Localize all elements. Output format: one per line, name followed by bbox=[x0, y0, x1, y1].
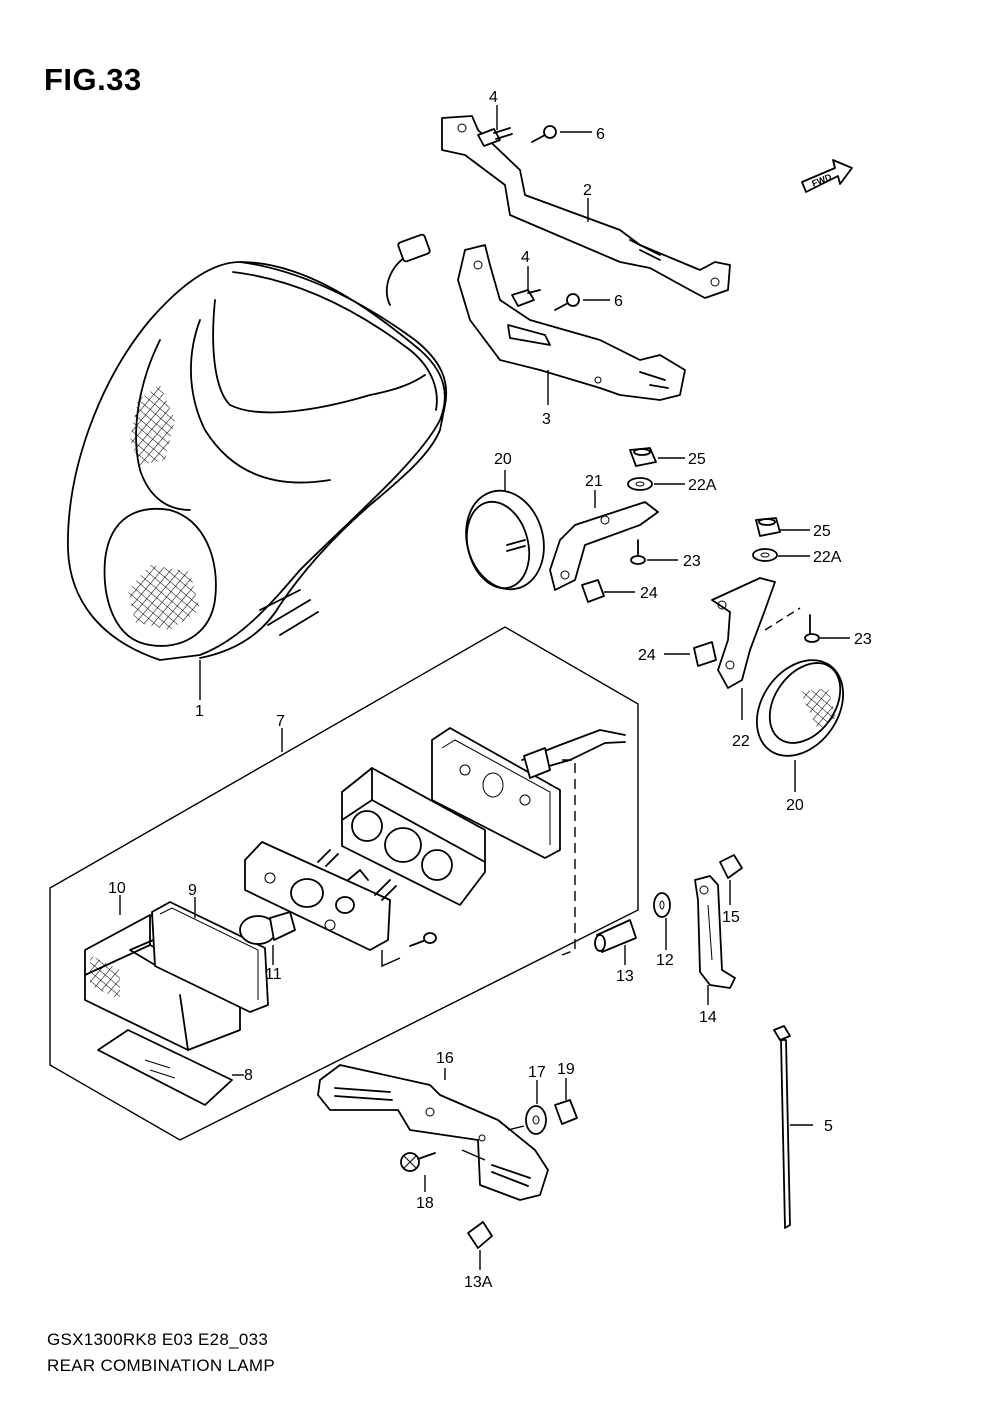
callout-18: 18 bbox=[416, 1195, 434, 1212]
washer-part-12 bbox=[653, 892, 671, 950]
callout-14: 14 bbox=[699, 1009, 717, 1026]
callout-19: 19 bbox=[557, 1061, 575, 1078]
bolt-part-4-upper bbox=[477, 127, 513, 147]
reflector-part-20-upper bbox=[465, 489, 545, 591]
assembly-outline-part-7 bbox=[49, 626, 639, 1141]
screw-part-6-upper bbox=[531, 125, 557, 143]
nut-part-24-lower bbox=[693, 641, 717, 667]
license-light-unit bbox=[341, 767, 486, 906]
callout-5: 5 bbox=[824, 1118, 833, 1135]
nut-part-19 bbox=[554, 1078, 578, 1125]
callout-25-upper: 25 bbox=[688, 451, 706, 468]
callout-15: 15 bbox=[722, 909, 740, 926]
leader-lines bbox=[496, 105, 850, 655]
callout-17: 17 bbox=[528, 1064, 546, 1081]
figure-caption: REAR COMBINATION LAMP bbox=[47, 1356, 275, 1375]
washer-part-22a-upper bbox=[627, 477, 653, 491]
reflector-part-20-lower bbox=[755, 659, 845, 792]
screw-socket bbox=[409, 932, 437, 947]
gasket-part-9 bbox=[151, 897, 269, 1013]
callout-3: 3 bbox=[542, 411, 551, 428]
callout-2: 2 bbox=[583, 182, 592, 199]
callout-6-upper: 6 bbox=[596, 126, 605, 143]
callout-12: 12 bbox=[656, 952, 674, 969]
screw-part-23-lower bbox=[804, 614, 820, 643]
bracket-part-16 bbox=[317, 1064, 549, 1201]
callout-labels: 4 6 2 4 6 3 20 21 25 22A 23 24 25 22A 23… bbox=[108, 89, 872, 1291]
bracket-part-21 bbox=[549, 501, 659, 591]
model-code: GSX1300RK8 E03 E28_033 bbox=[47, 1330, 269, 1349]
callout-23-upper: 23 bbox=[683, 553, 701, 570]
lens-plate-part-8 bbox=[97, 1029, 244, 1106]
callout-11: 11 bbox=[265, 966, 282, 983]
bracket-part-2 bbox=[441, 115, 731, 299]
callout-25-lower: 25 bbox=[813, 523, 831, 540]
callout-24-lower: 24 bbox=[638, 647, 656, 664]
nut-part-25-lower bbox=[755, 517, 781, 537]
callout-1: 1 bbox=[195, 703, 204, 720]
callout-7: 7 bbox=[276, 713, 285, 730]
screw-part-18 bbox=[400, 1149, 486, 1192]
lamp-gasket-plate bbox=[431, 727, 626, 859]
socket-assembly bbox=[244, 841, 397, 951]
callout-9: 9 bbox=[188, 882, 197, 899]
rear-combination-lamp-part-1 bbox=[67, 233, 448, 700]
callout-8: 8 bbox=[244, 1067, 253, 1084]
callout-20-upper: 20 bbox=[494, 451, 512, 468]
screw-part-6-lower bbox=[554, 293, 580, 311]
callout-22a-upper: 22A bbox=[688, 477, 717, 494]
callout-13a: 13A bbox=[464, 1274, 493, 1291]
callout-4-lower: 4 bbox=[521, 249, 530, 266]
callout-4-upper: 4 bbox=[489, 89, 498, 106]
bulb-part-11 bbox=[239, 911, 296, 965]
callout-6-lower: 6 bbox=[614, 293, 623, 310]
fwd-label: FWD bbox=[810, 172, 833, 189]
figure-title: FIG.33 bbox=[44, 62, 142, 97]
bracket-part-14 bbox=[694, 875, 736, 1005]
collar-part-13 bbox=[594, 919, 637, 965]
callout-23-lower: 23 bbox=[854, 631, 872, 648]
bolt-part-4-lower bbox=[511, 289, 541, 307]
callout-24-upper: 24 bbox=[640, 585, 658, 602]
guide-lines bbox=[381, 759, 576, 968]
clip-part-13a bbox=[467, 1221, 493, 1270]
screw-part-23-upper bbox=[630, 539, 646, 565]
washer-part-17 bbox=[507, 1080, 547, 1135]
callout-20-lower: 20 bbox=[786, 797, 804, 814]
callout-22: 22 bbox=[732, 733, 750, 750]
callout-22a-lower: 22A bbox=[813, 549, 842, 566]
nut-part-24-upper bbox=[581, 579, 605, 603]
callout-21: 21 bbox=[585, 473, 603, 490]
callout-16: 16 bbox=[436, 1050, 454, 1067]
bracket-part-3 bbox=[457, 244, 686, 401]
nut-part-15 bbox=[719, 854, 743, 905]
bracket-part-22 bbox=[711, 577, 801, 720]
washer-part-22a-lower bbox=[752, 548, 778, 562]
nut-part-25-upper bbox=[629, 447, 657, 467]
callout-10: 10 bbox=[108, 880, 126, 897]
cable-tie-part-5 bbox=[773, 1025, 813, 1229]
forward-direction-arrow: FWD bbox=[801, 159, 853, 193]
callout-13: 13 bbox=[616, 968, 634, 985]
